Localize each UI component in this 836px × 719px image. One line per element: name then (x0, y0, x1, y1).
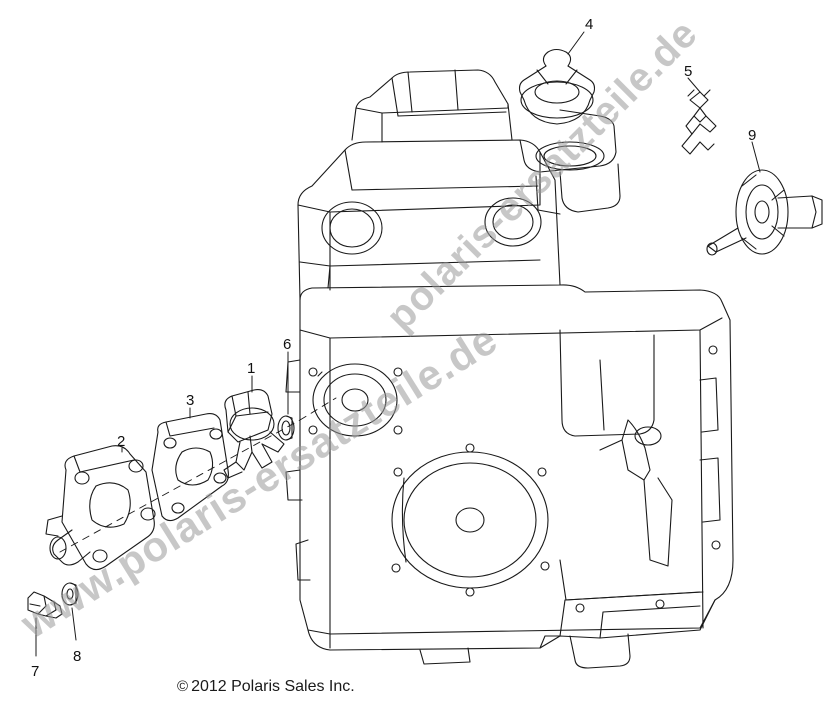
part-temp-sensor (681, 89, 717, 155)
head-bosses (321, 197, 542, 255)
pump-mount-boss (308, 363, 403, 437)
callout-2: 2 (117, 433, 126, 450)
callout-7: 7 (31, 663, 40, 680)
right-case-details (559, 329, 721, 601)
thermostat-housing (519, 109, 621, 215)
copyright-notice: ©2012 Polaris Sales Inc. (177, 678, 355, 696)
leader-lines (35, 31, 761, 657)
clutch-cover (391, 443, 550, 597)
copyright-symbol: © (177, 678, 189, 695)
callout-1: 1 (247, 360, 256, 377)
part-gasket (151, 413, 229, 522)
callout-8: 8 (73, 648, 82, 665)
crankcase-assembly (299, 284, 734, 651)
block-left-features (285, 359, 311, 581)
part-thermostat (518, 48, 596, 125)
cylinder-block (297, 139, 561, 301)
assembly-axis (59, 397, 337, 553)
cylinder-head-cover (351, 69, 513, 143)
part-pump-cover (45, 445, 156, 571)
part-bolt (27, 591, 63, 619)
part-impeller (223, 389, 285, 479)
copyright-text: 2012 Polaris Sales Inc. (191, 678, 355, 695)
sump-tabs (419, 599, 665, 669)
callout-3: 3 (186, 392, 195, 409)
callout-4: 4 (585, 16, 594, 33)
part-impeller-shaft (706, 169, 823, 256)
callout-6: 6 (283, 336, 292, 353)
callout-5: 5 (684, 63, 693, 80)
callout-9: 9 (748, 127, 757, 144)
part-seal (277, 415, 295, 441)
part-washer (61, 582, 79, 606)
